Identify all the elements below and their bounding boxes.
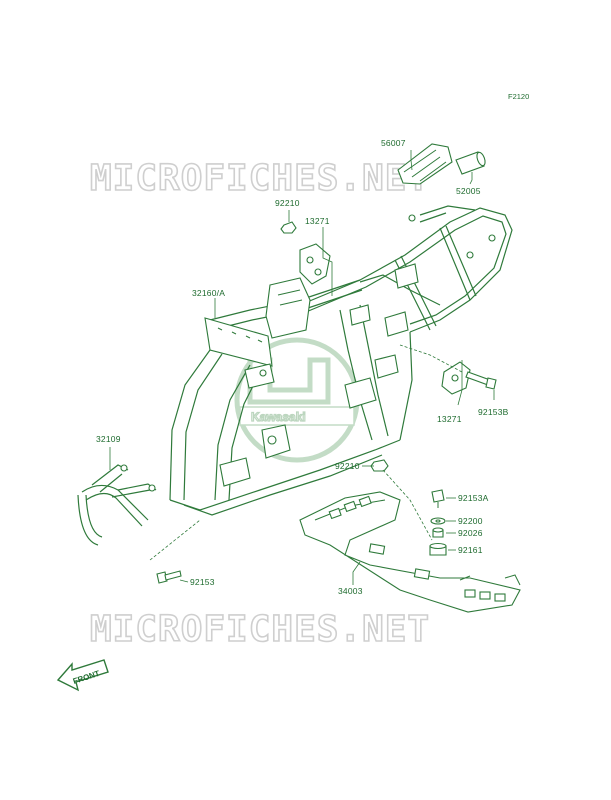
tube-part [455, 151, 486, 175]
watermark-bottom: MICROFICHES.NET [90, 609, 430, 650]
part-label-92161: 92161 [458, 545, 483, 555]
part-label-32109: 32109 [96, 434, 121, 444]
front-guard-part [77, 464, 157, 546]
part-label-92210-middle: 92210 [335, 461, 360, 471]
front-arrow-icon: FRONT [56, 659, 109, 692]
watermark-top: MICROFICHES.NET [90, 158, 430, 199]
main-frame [169, 205, 513, 516]
kawasaki-logo: Kawasaki [234, 337, 360, 463]
plate-top-part [299, 243, 331, 285]
logo-text: Kawasaki [251, 410, 306, 424]
nut-top-part [280, 221, 297, 234]
part-label-92153b: 92153B [478, 407, 509, 417]
mount-hardware-stack [429, 489, 447, 556]
part-label-92153a: 92153A [458, 493, 489, 503]
part-label-92026: 92026 [458, 528, 483, 538]
bolt-lower-part [156, 570, 182, 584]
diagram-code: F2120 [508, 92, 529, 101]
seat-pad-part [397, 143, 453, 185]
bolt-right-part [465, 371, 497, 390]
nut-middle-part [370, 459, 389, 472]
part-label-32160a: 32160/A [192, 288, 225, 298]
plate-right-part [441, 361, 471, 395]
part-label-92210-top: 92210 [275, 198, 300, 208]
engine-mount-plate-part [299, 491, 521, 613]
part-label-52005: 52005 [456, 186, 481, 196]
part-label-92200: 92200 [458, 516, 483, 526]
part-label-56007: 56007 [381, 138, 406, 148]
part-label-13271-top: 13271 [305, 216, 330, 226]
part-label-13271-right: 13271 [437, 414, 462, 424]
part-label-34003: 34003 [338, 586, 363, 596]
part-label-92153: 92153 [190, 577, 215, 587]
